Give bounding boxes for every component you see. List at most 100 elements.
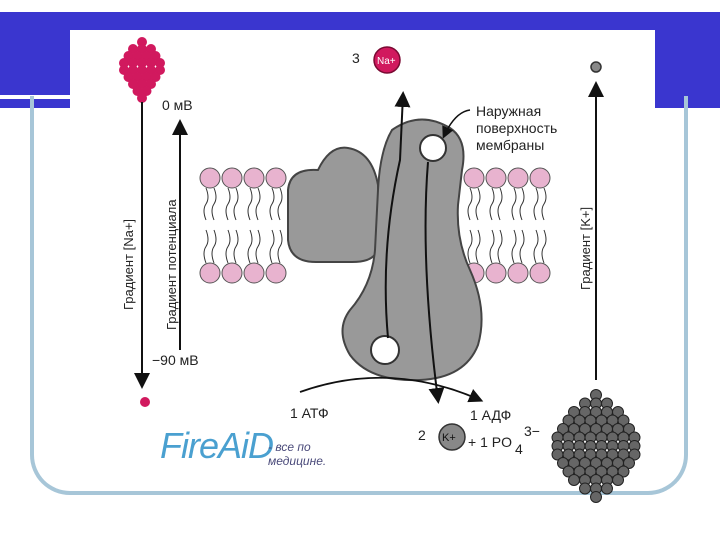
lipid-tail [211,229,217,264]
lipid-tail [203,229,209,264]
pump-protein [341,118,483,382]
na-ion-inside [140,397,150,407]
lipid-head-bottom [199,262,221,284]
k-ion [601,482,613,495]
k-ion [612,406,624,418]
lipid-head-top [485,167,507,189]
lipid-head-top [529,167,551,189]
slide-frame [30,96,688,495]
outer-binding-site [419,134,447,162]
lipid-tail [255,187,261,221]
lipid-head-top [265,167,287,189]
na-ion [119,58,129,68]
na-ion-released [373,46,401,74]
na-gradient-label: Градиент [Na+] [121,219,136,310]
lipid-head-top [507,167,529,189]
lipid-tail [533,229,539,264]
fireaid-logo: FireAiD [160,425,274,466]
atp-label: 1 АТФ [290,405,329,421]
membrane-bilayer-left [199,167,287,284]
adp-label: 1 АДФ [470,407,511,423]
outer-surface-pointer [442,109,471,139]
lipid-tail [233,187,239,221]
k-ion-outside [590,61,602,73]
k-ion [623,457,635,469]
lipid-head-top [463,167,485,189]
lipid-tail [497,187,503,221]
po4-subscript: 4 [515,441,523,457]
k-transport-arrow [424,161,445,404]
lipid-tail [211,187,217,221]
k-ion-cluster [551,389,641,503]
na-transport-arrow [384,91,411,339]
k-ion [612,474,624,486]
na-ion-label: Na+ [377,56,396,67]
outer-surface-label-3: мембраны [476,137,544,153]
k-count-label: 2 [418,427,426,443]
k-ion [590,491,602,503]
k-ion [628,448,641,461]
k-ion [623,423,635,435]
membrane-bilayer-right [463,167,551,284]
potential-gradient-label: Градиент потенциала [164,199,179,330]
na-ion [128,58,138,68]
lipid-tail [489,229,495,264]
lipid-tail [511,187,517,221]
k-ion [568,474,580,486]
na-ion [137,93,147,103]
lipid-tail [277,187,283,221]
lipid-tail [511,229,517,264]
zero-mv-label: 0 мВ [162,97,193,113]
k-gradient-label: Градиент [K+] [578,207,593,290]
lipid-head-bottom [221,262,243,284]
outer-surface-label-1: Наружная [476,103,541,119]
po4-label: + 1 PO [468,434,512,450]
lipid-tail [247,187,253,221]
lipid-head-top [221,167,243,189]
lipid-tail [467,229,473,264]
lipid-tail [255,229,261,264]
lipid-head-bottom [507,262,529,284]
po4-superscript: 3− [524,423,540,439]
lipid-head-top [199,167,221,189]
na-count-label: 3 [352,50,360,66]
minus90-mv-label: −90 мВ [152,352,199,368]
lipid-tail [277,229,283,264]
lipid-tail [269,187,275,221]
k-ion [617,465,630,478]
na-ion [155,58,165,68]
lipid-tail [519,187,525,221]
lipid-head-bottom [529,262,551,284]
na-ion [137,58,147,68]
lipid-head-bottom [485,262,507,284]
lipid-tail [533,187,539,221]
fireaid-tagline: - все по медицине. [268,440,327,468]
lipid-tail [541,229,547,264]
lipid-tail [233,229,239,264]
lipid-head-bottom [243,262,265,284]
atp-hydrolysis-arrow [299,376,484,403]
k-ion [579,482,591,495]
lipid-tail [541,187,547,221]
k-ion [617,414,630,427]
na-ion-cluster [119,37,165,103]
lipid-tail [497,229,503,264]
lipid-tail [247,229,253,264]
k-ion-label: K+ [442,432,456,444]
lipid-tail [475,187,481,221]
lipid-tail [519,229,525,264]
outer-surface-label-2: поверхность [476,120,557,136]
lipid-tail [269,229,275,264]
lipid-tail [225,187,231,221]
lipid-tail [467,187,473,221]
inner-binding-site [370,335,400,365]
lipid-tail [489,187,495,221]
lipid-tail [225,229,231,264]
channel-protein [287,146,379,263]
na-ion [146,58,156,68]
lipid-head-top [243,167,265,189]
lipid-tail [203,187,209,221]
k-ion-inside [438,423,466,451]
lipid-tail [475,229,481,264]
